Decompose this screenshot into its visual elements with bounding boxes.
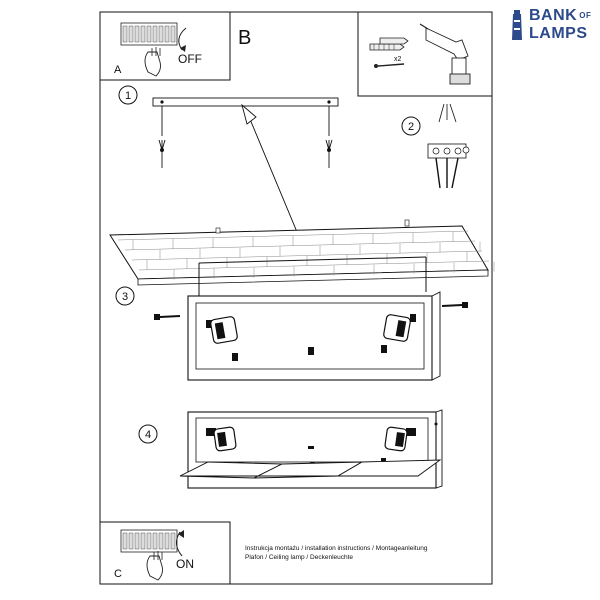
spotlight-right: [383, 314, 416, 342]
breaker-switch: [140, 25, 146, 43]
panel-a: A OFF: [99, 11, 231, 81]
screws-quantity: x2: [394, 56, 402, 63]
lamp-box-step4: [179, 409, 443, 489]
breaker-switch: [140, 532, 146, 550]
bulb-socket-2: [308, 347, 314, 355]
instruction-line-1: Instrukcja montażu / installation instru…: [245, 545, 428, 552]
breaker-switch: [152, 25, 158, 43]
logo-word-of: OF: [579, 11, 592, 20]
step-1-number: 1: [125, 90, 131, 102]
ceiling-plate: [109, 219, 495, 286]
breaker-switch: [170, 532, 176, 550]
section-b-label: B: [238, 27, 251, 49]
step-2: 2: [401, 103, 470, 189]
hardware-panel: x2: [357, 11, 493, 97]
screw-left: [154, 314, 181, 320]
spotlight-right-4: [384, 426, 416, 452]
breaker-switch: [134, 25, 140, 43]
panel-a-letter: A: [114, 64, 122, 76]
off-arrow-icon: [178, 27, 187, 52]
breaker-switch: [122, 25, 128, 43]
breaker-switch: [170, 25, 176, 43]
step-3-number: 3: [122, 291, 128, 303]
bulb-socket-1: [232, 353, 238, 361]
circuit-breaker-icon: [120, 22, 178, 46]
panel-c-on-label: ON: [176, 557, 194, 571]
breaker-switch: [128, 532, 134, 550]
breaker-switch: [134, 532, 140, 550]
panel-a-off-label: OFF: [178, 52, 202, 66]
step-4-number: 4: [145, 429, 151, 441]
diffuser-panels: [179, 459, 442, 479]
wire-connector-icon: [427, 103, 470, 189]
hand-switch-on-icon: [146, 551, 163, 581]
wall-plugs-icon: [369, 37, 409, 51]
spotlight-left-4: [206, 426, 237, 452]
step-4: 4: [138, 409, 443, 489]
ceiling-cable-right: [325, 106, 333, 168]
spotlight-left: [206, 316, 238, 344]
center-mark: [308, 446, 314, 449]
breaker-switch: [146, 532, 152, 550]
screws-icon: [374, 63, 405, 68]
panel-c-letter: C: [114, 568, 122, 580]
on-arrow-icon: [176, 530, 184, 557]
circuit-breaker-icon-c: [120, 529, 178, 553]
instruction-line-2: Plafon / Ceiling lamp / Deckenleuchte: [245, 554, 354, 561]
step-1: 1: [118, 85, 339, 168]
step-3: 3: [109, 219, 495, 381]
breaker-switch: [122, 532, 128, 550]
breaker-switch: [128, 25, 134, 43]
hand-switch-off-icon: [144, 47, 161, 77]
panel-c: C ON: [99, 521, 231, 585]
ceiling-cable-left: [158, 106, 166, 168]
breaker-switch: [164, 532, 170, 550]
bulb-socket-3: [381, 345, 387, 353]
instruction-caption: Instrukcja montażu / installation instru…: [245, 544, 427, 562]
logo-word-lamps: LAMPS: [529, 25, 588, 42]
breaker-switch: [164, 25, 170, 43]
breaker-switch: [158, 532, 164, 550]
drill-icon: [419, 23, 471, 85]
screw-right: [441, 302, 468, 308]
lighthouse-icon: [512, 10, 522, 40]
page-frame: [99, 11, 493, 585]
lamp-box-step3: [187, 256, 441, 381]
breaker-switch: [158, 25, 164, 43]
breaker-switch: [146, 25, 152, 43]
breaker-switch: [152, 532, 158, 550]
mounting-bar: [152, 97, 339, 107]
step-2-number: 2: [408, 121, 414, 133]
